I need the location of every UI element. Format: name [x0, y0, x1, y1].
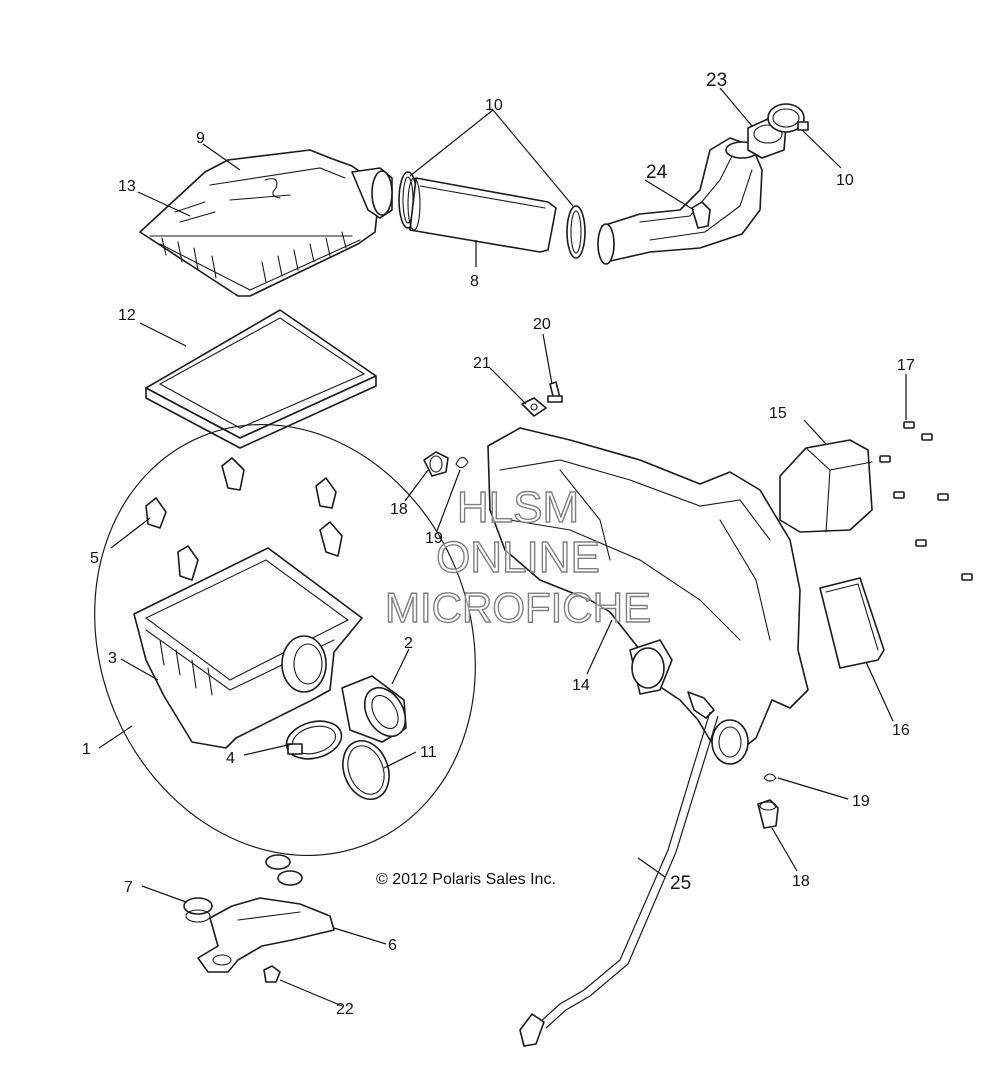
- grommet-upper: [265, 854, 303, 886]
- callout-23: 23: [706, 70, 727, 91]
- bolt-20: [547, 381, 563, 403]
- callout-22: 22: [336, 1001, 354, 1018]
- assembly-group-oval: [94, 423, 476, 857]
- watermark-line-1: HLSM: [457, 483, 579, 532]
- foam-block: [779, 439, 873, 533]
- bolt-22: [263, 965, 281, 983]
- callout-13: 13: [118, 178, 136, 195]
- callout-19-lower: 19: [852, 793, 870, 810]
- callout-8: 8: [470, 273, 479, 290]
- callout-21: 21: [473, 355, 491, 372]
- callout-1: 1: [82, 741, 91, 758]
- callout-12: 12: [118, 307, 136, 324]
- intake-tube: [407, 177, 557, 253]
- callout-20: 20: [533, 316, 551, 333]
- clamp-right: [566, 205, 586, 259]
- leader-lines: [98, 87, 907, 1007]
- clamp-top: [767, 103, 809, 133]
- callout-7: 7: [124, 879, 133, 896]
- screws: [879, 421, 973, 581]
- callout-15: 15: [769, 405, 787, 422]
- callout-17: 17: [897, 357, 915, 374]
- copyright-notice: © 2012 Polaris Sales Inc.: [376, 871, 556, 888]
- watermark-line-2: ONLINE: [436, 533, 600, 582]
- mount-bracket: [197, 897, 335, 973]
- airbox-base: [133, 547, 363, 749]
- callout-10-right: 10: [836, 172, 854, 189]
- fitting-upper: [423, 451, 449, 477]
- callout-11: 11: [420, 744, 437, 761]
- callout-4: 4: [226, 750, 235, 767]
- drain-hose: [519, 691, 719, 1047]
- watermark: HLSM ONLINE MICROFICHE: [384, 482, 651, 631]
- callout-2: 2: [404, 635, 413, 652]
- boot-clamp: [285, 720, 343, 760]
- callout-10-upper: 10: [485, 97, 503, 114]
- pad: [819, 577, 885, 669]
- callouts: 9 13 10 8 23 10 24 12 20 21 17 15 18 19 …: [82, 70, 915, 1018]
- airbox-cover: [139, 149, 393, 297]
- intake-boot: [341, 675, 407, 743]
- callout-3: 3: [108, 650, 117, 667]
- callout-14: 14: [572, 677, 590, 694]
- clip-lower: [763, 773, 777, 782]
- callout-19-upper: 19: [425, 530, 443, 547]
- plenum: [487, 427, 809, 765]
- callout-9: 9: [196, 130, 205, 147]
- nut-21: [521, 397, 547, 417]
- callout-16: 16: [892, 722, 910, 739]
- fitting-lower: [757, 799, 779, 829]
- callout-6: 6: [388, 937, 397, 954]
- air-filter: [145, 309, 377, 449]
- callout-5: 5: [90, 550, 99, 567]
- clip-upper: [455, 456, 469, 469]
- callout-24: 24: [646, 162, 668, 183]
- band-clamp: [342, 740, 390, 800]
- grommet-7: [183, 897, 213, 923]
- callout-18-upper: 18: [390, 501, 408, 518]
- callout-25: 25: [670, 873, 691, 894]
- watermark-line-3: MICROFICHE: [385, 584, 651, 631]
- callout-18-lower: 18: [792, 873, 810, 890]
